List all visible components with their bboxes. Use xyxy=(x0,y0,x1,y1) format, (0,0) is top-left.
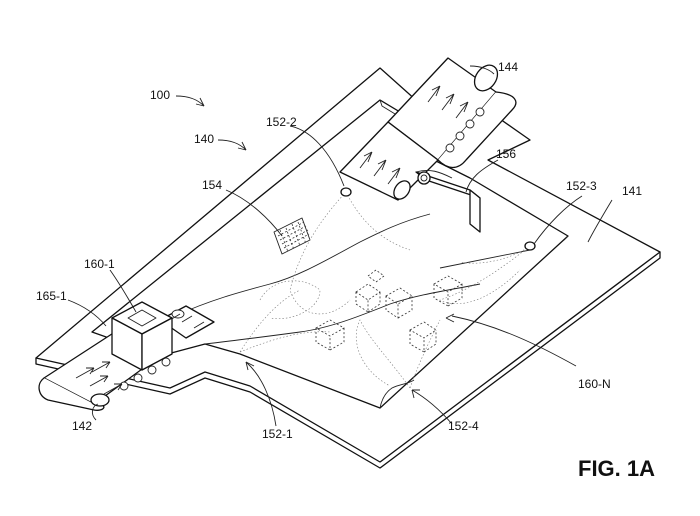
label-arm: 156 xyxy=(496,147,516,161)
label-camera-right-bottom: 152-4 xyxy=(448,419,479,433)
label-marker-grid: 154 xyxy=(202,178,222,192)
label-conveyor-in: 142 xyxy=(72,419,92,433)
label-floor: 141 xyxy=(622,184,642,198)
conveyor-out xyxy=(339,57,517,201)
label-item-first: 160-1 xyxy=(84,257,115,271)
label-camera-right: 152-3 xyxy=(566,179,597,193)
label-region: 140 xyxy=(194,132,214,146)
leader-lines xyxy=(67,65,613,427)
sensor-beams xyxy=(239,191,531,389)
label-camera-left-bottom: 152-1 xyxy=(262,427,293,441)
scattered-items xyxy=(315,269,463,353)
camera-152-3 xyxy=(524,241,536,251)
label-conveyor-out: 144 xyxy=(498,60,518,74)
figure-label: FIG. 1A xyxy=(578,456,655,481)
label-system: 100 xyxy=(150,88,170,102)
item-box-160-1 xyxy=(111,301,173,371)
camera-152-2 xyxy=(340,187,352,197)
label-camera-top: 152-2 xyxy=(266,115,297,129)
reference-labels: 100 140 144 152-2 156 154 152-3 141 160-… xyxy=(36,60,655,481)
arm-mechanism xyxy=(415,169,481,233)
label-item-marker: 165-1 xyxy=(36,289,67,303)
label-item-last: 160-N xyxy=(578,377,611,391)
surface-wave-lines xyxy=(174,213,531,409)
